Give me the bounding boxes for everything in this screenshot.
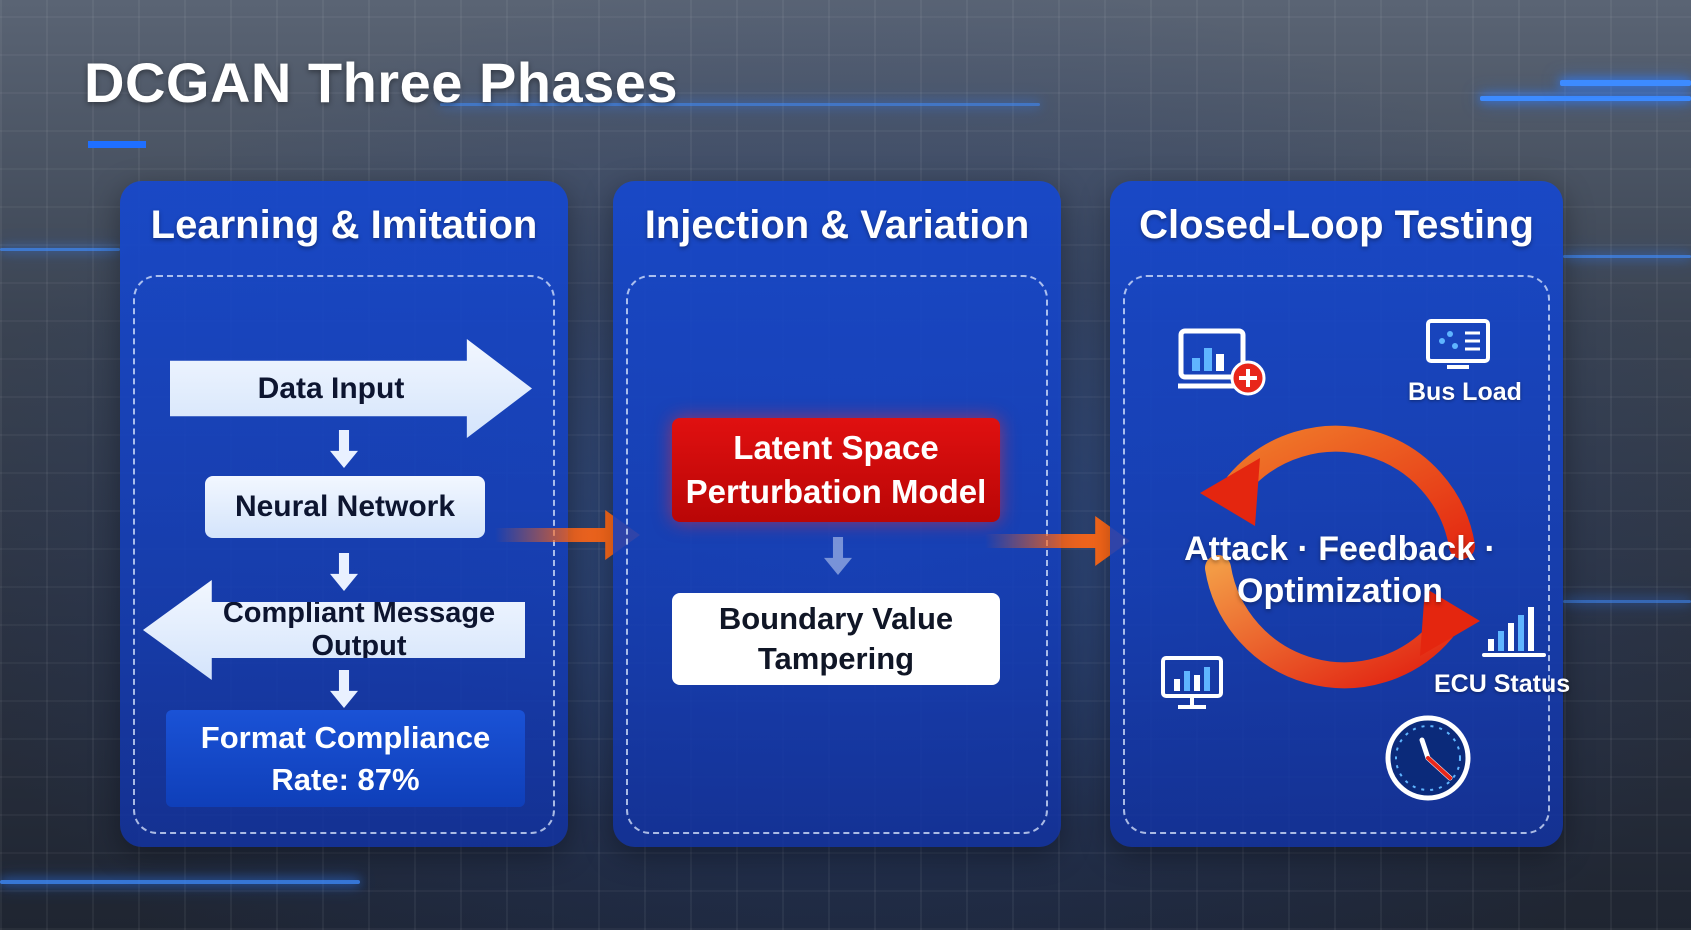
- bus-load-label: Bus Load: [1408, 378, 1522, 406]
- tamper-line: Tampering: [757, 641, 915, 676]
- dashed-container: [626, 275, 1048, 834]
- bus-load-monitor-icon: [1426, 319, 1490, 369]
- neural-network-step: Neural Network: [205, 476, 485, 538]
- format-compliance-result: Format Compliance Rate: 87%: [166, 710, 525, 807]
- ecu-status-label: ECU Status: [1434, 670, 1571, 698]
- latent-space-perturbation-model: Latent Space Perturbation Model: [672, 418, 1000, 522]
- background-light-trace: [440, 103, 1040, 106]
- background-light-trace: [1480, 96, 1691, 101]
- phase-title: Closed-Loop Testing: [1139, 203, 1534, 247]
- phase-title: Injection & Variation: [644, 203, 1030, 247]
- model-line: Perturbation Model: [685, 473, 987, 510]
- cycle-arrows-icon: [1200, 425, 1480, 689]
- monitor-chart-icon: [1161, 656, 1223, 709]
- background-light-trace: [0, 880, 360, 884]
- model-line: Latent Space: [733, 429, 939, 466]
- phase-title: Learning & Imitation: [150, 203, 538, 247]
- title-underline: [88, 141, 146, 148]
- background-light-trace: [1563, 600, 1691, 603]
- background-light-trace: [1563, 255, 1691, 258]
- background-light-trace: [0, 248, 120, 251]
- boundary-value-tampering: Boundary Value Tampering: [672, 593, 1000, 685]
- dashed-container: [133, 275, 555, 834]
- step-label: Data Input: [257, 371, 405, 405]
- step-label: Neural Network: [234, 490, 456, 523]
- monitor-chart-add-icon: [1178, 328, 1266, 396]
- phase-panel-closed-loop: Closed-Loop Testing: [1110, 181, 1563, 847]
- background-light-trace: [1560, 80, 1691, 86]
- result-line: Rate: 87%: [271, 761, 420, 797]
- dashed-container: [1123, 275, 1550, 834]
- gauge-icon: [1385, 715, 1471, 801]
- cycle-label-line: Attack · Feedback ·: [1184, 530, 1496, 568]
- signal-bars-icon: [1482, 607, 1546, 657]
- result-line: Format Compliance: [200, 719, 491, 755]
- cycle-label-line: Optimization: [1237, 572, 1443, 610]
- tamper-line: Boundary Value: [718, 601, 954, 636]
- page-title: DCGAN Three Phases: [84, 51, 679, 114]
- step-label: Compliant Message Output: [222, 597, 496, 662]
